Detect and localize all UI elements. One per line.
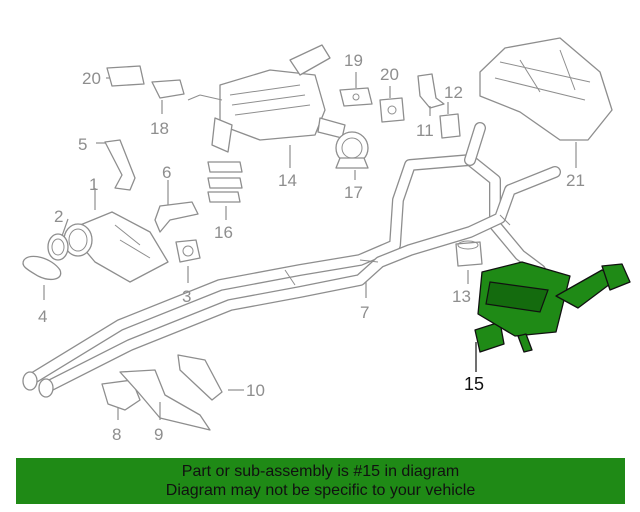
- callout-label-18: 18: [150, 119, 169, 138]
- callout-label-13: 13: [452, 287, 471, 306]
- callout-label-5: 5: [78, 135, 87, 154]
- callout-label-2: 2: [54, 207, 63, 226]
- insulator-13[interactable]: [455, 240, 483, 267]
- clamp-4[interactable]: [22, 255, 62, 281]
- bracket-10[interactable]: [177, 354, 223, 401]
- bracket-9[interactable]: [119, 369, 211, 431]
- gasket-3[interactable]: [175, 239, 201, 263]
- hanger-20-right[interactable]: [379, 97, 405, 123]
- callout-label-20-right: 20: [380, 65, 399, 84]
- callout-label-12: 12: [444, 83, 463, 102]
- leader-lines: [43, 72, 577, 420]
- bracket-6[interactable]: [154, 201, 199, 233]
- gasket-2[interactable]: [47, 233, 69, 261]
- exhaust-system-diagram: 1 2 3 4 5 6 7 8 9 10 11 12 13 14 15 16 1…: [22, 37, 631, 444]
- callout-label-21: 21: [566, 171, 585, 190]
- clamp-17[interactable]: [335, 131, 369, 169]
- callout-label-19: 19: [344, 51, 363, 70]
- callout-label-14: 14: [278, 171, 297, 190]
- callout-label-10: 10: [246, 381, 265, 400]
- heat-shield-21[interactable]: [479, 37, 613, 141]
- rear-muffler-15-highlighted[interactable]: [474, 261, 631, 353]
- hanger-20-left[interactable]: [106, 65, 145, 87]
- callout-label-15: 15: [464, 374, 484, 394]
- banner-line-part: Part or sub-assembly is #15 in diagram: [181, 463, 460, 480]
- insulator-12[interactable]: [439, 113, 461, 139]
- callout-label-20-left: 20: [82, 69, 101, 88]
- center-muffler-14[interactable]: [187, 44, 346, 153]
- callout-label-3: 3: [182, 287, 191, 306]
- exhaust-pipe-assembly[interactable]: [22, 122, 561, 398]
- bracket-5[interactable]: [104, 139, 136, 191]
- hanger-19[interactable]: [339, 87, 373, 107]
- callout-label-17: 17: [344, 183, 363, 202]
- banner-line-disclaimer: Diagram may not be specific to your vehi…: [165, 482, 476, 499]
- callout-label-11: 11: [416, 121, 434, 140]
- callout-label-8: 8: [112, 425, 121, 444]
- callout-label-7: 7: [360, 303, 369, 322]
- info-banner: Part or sub-assembly is #15 in diagram D…: [16, 458, 625, 504]
- catalytic-converter-1[interactable]: [63, 211, 169, 283]
- hanger-18[interactable]: [151, 79, 185, 99]
- callout-label-1: 1: [89, 175, 98, 194]
- callout-label-6: 6: [162, 163, 171, 182]
- callout-label-16: 16: [214, 223, 233, 242]
- clamp-16[interactable]: [207, 161, 243, 203]
- callout-label-9: 9: [154, 425, 163, 444]
- bracket-11[interactable]: [417, 73, 445, 109]
- callout-label-4: 4: [38, 307, 47, 326]
